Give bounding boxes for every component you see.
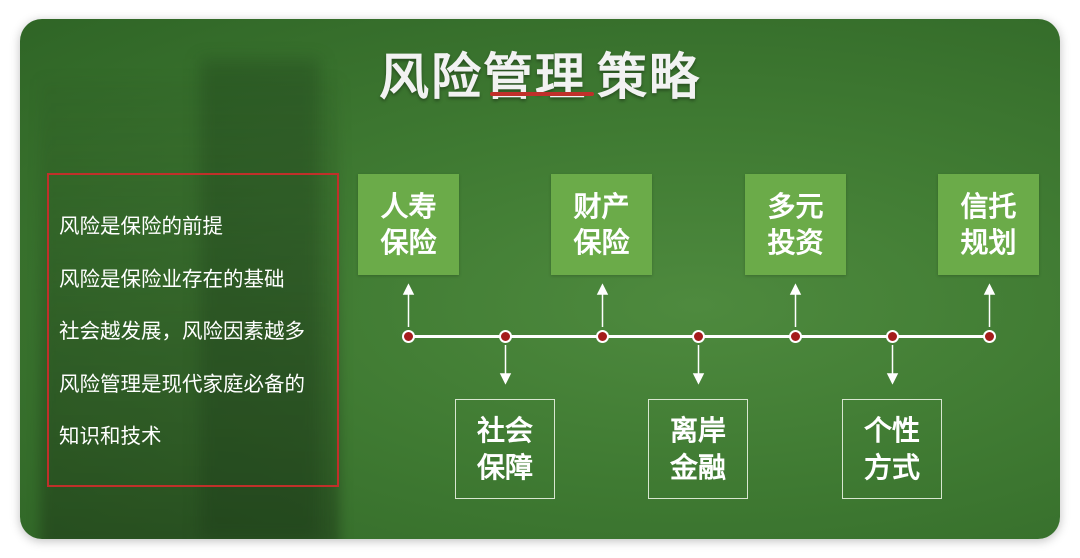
strategy-label-line1: 个性 <box>864 412 920 449</box>
strategy-box-offshore-finance: 离岸 金融 <box>648 399 748 499</box>
up-arrow-head <box>404 285 413 294</box>
strategy-label-line2: 保障 <box>477 449 533 486</box>
strategy-label-line2: 方式 <box>864 449 920 486</box>
down-arrow-head <box>888 374 897 383</box>
strategy-label-line1: 离岸 <box>670 412 726 449</box>
up-arrow-head <box>985 285 994 294</box>
strategy-box-social-security: 社会 保障 <box>455 399 555 499</box>
strategy-label-line1: 社会 <box>477 412 533 449</box>
down-arrow-head <box>694 374 703 383</box>
up-arrow-head <box>598 285 607 294</box>
strategy-label-line2: 金融 <box>670 449 726 486</box>
up-arrow-head <box>791 285 800 294</box>
slide: 风险管理策略 风险是保险的前提 风险是保险业存在的基础 社会越发展，风险因素越多… <box>20 19 1060 539</box>
strategy-box-personalized-approach: 个性 方式 <box>842 399 942 499</box>
down-arrow-head <box>501 374 510 383</box>
